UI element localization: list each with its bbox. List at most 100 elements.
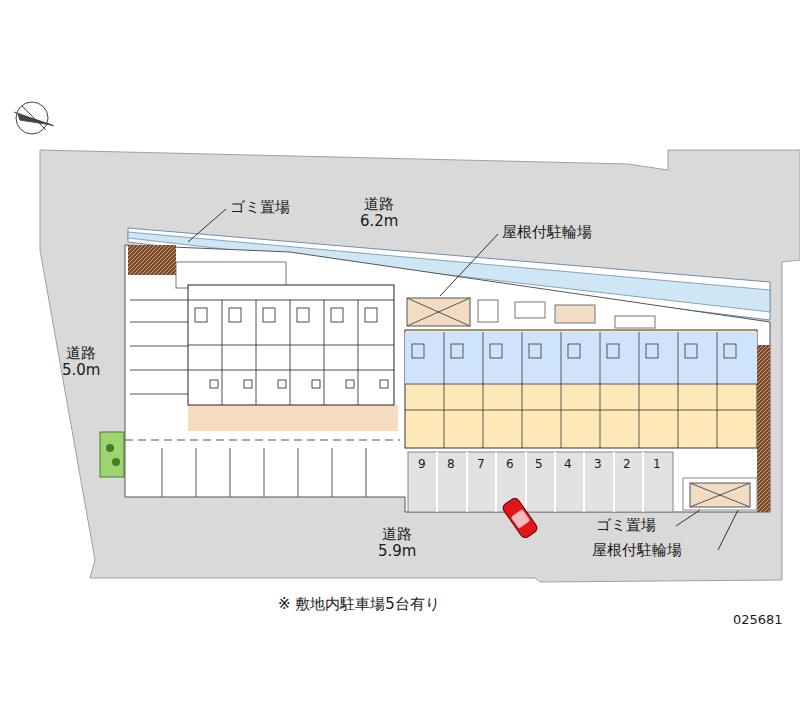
map-shape [436,452,438,512]
map-shape [40,150,800,582]
map-shape [501,496,539,539]
map-shape [331,308,343,322]
map-shape [278,380,286,388]
map-shape [346,380,354,388]
map-shape [130,322,188,323]
map-shape [515,302,545,318]
map-shape [14,106,54,130]
map-shape [130,346,188,347]
map-shape [405,384,757,385]
map-shape [757,345,770,512]
map-shape [685,344,697,358]
map-shape [112,458,120,466]
stall-number: 6 [506,458,514,472]
map-shape [646,344,658,358]
map-shape [125,300,400,497]
stall-number: 7 [477,458,485,472]
map-shape [176,262,286,288]
stall-number: 9 [418,458,426,472]
map-shape [244,380,252,388]
map-shape [188,285,394,405]
map-shape [405,330,757,448]
map-shape [478,300,498,322]
map-shape [639,332,640,448]
map-shape [324,300,325,405]
map-shape [490,344,502,358]
map-shape [100,432,124,477]
note: ※ 敷地内駐車場5台有り [278,596,440,613]
map-shape [561,332,562,448]
map-shape [230,448,231,497]
map-shape [365,308,377,322]
map-shape [407,298,470,326]
map-shape [358,300,359,405]
stall-number: 8 [447,458,455,472]
map-shape [690,483,750,507]
map-shape [678,332,679,448]
map-shape [188,300,394,301]
map-shape [222,300,223,405]
map-shape [405,410,757,411]
id-number: 025681 [733,613,783,628]
stall-number: 3 [594,458,602,472]
map-shape [188,370,394,371]
map-shape [188,209,738,550]
road-label: 道路 5.0m [62,345,100,380]
map-shape [718,510,738,550]
place-label: 屋根付駐輪場 [502,224,592,241]
place-label: ゴミ置場 [230,199,290,216]
map-shape [125,245,770,512]
map-shape [332,448,333,497]
map-shape [642,452,644,512]
map-shape [125,440,400,441]
map-shape [188,300,394,405]
map-shape [195,308,207,322]
map-shape [130,300,188,301]
map-shape [690,483,750,507]
stall-number: 5 [535,458,543,472]
stall-number: 4 [564,458,572,472]
stall-number: 2 [623,458,631,472]
map-shape [529,344,541,358]
map-shape [188,209,226,242]
stall-number: 1 [653,458,661,472]
map-shape [724,344,736,358]
map-shape [407,298,470,326]
map-shape [554,452,556,512]
map-shape [405,332,757,448]
map-shape [380,380,388,388]
map-shape [210,380,218,388]
map-shape [555,305,595,323]
map-shape [405,332,757,384]
map-shape [615,316,655,328]
map-shape [583,452,585,512]
map-shape [683,478,757,510]
map-shape [188,405,398,431]
map-shape [522,332,523,448]
map-shape [130,394,188,395]
road-label: 道路 6.2m [360,196,398,231]
place-label: 屋根付駐輪場 [592,542,682,559]
map-shape [483,332,484,448]
map-shape [444,332,445,448]
map-shape [312,380,320,388]
map-shape [188,345,394,346]
map-shape [717,332,718,448]
map-shape [297,308,309,322]
map-shape [264,448,265,497]
map-shape [128,245,176,275]
map-shape [162,448,163,497]
map-shape [466,452,468,512]
map-shape [196,448,197,497]
map-shape [298,448,299,497]
map-shape [229,308,241,322]
map-shape [106,444,114,452]
map-shape [501,496,539,539]
map-shape [525,452,527,512]
map-shape [290,300,291,405]
map-shape [366,448,367,497]
map-shape [568,344,580,358]
road-label: 道路 5.9m [378,526,416,561]
map-shape [130,370,188,371]
